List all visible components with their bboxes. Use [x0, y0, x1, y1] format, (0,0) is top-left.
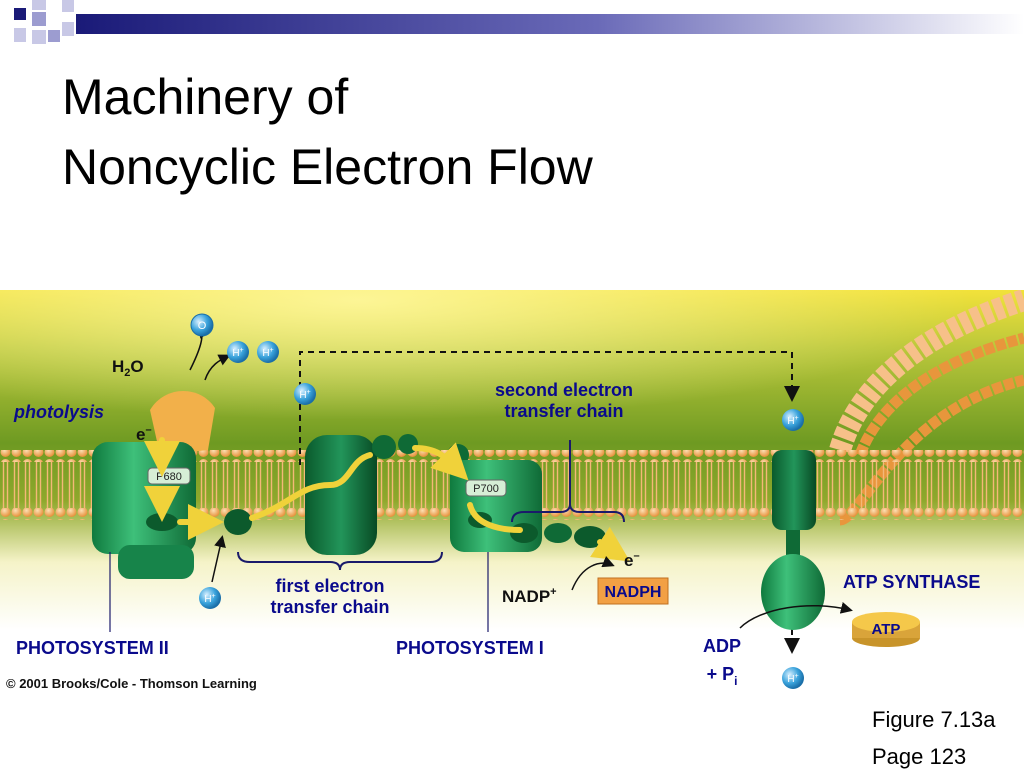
- slide-title-line-1: Machinery of: [62, 69, 349, 125]
- second-chain-label-line-2: transfer chain: [504, 401, 623, 421]
- svg-text:H+: H+: [787, 673, 798, 685]
- p680-label: P680: [156, 471, 182, 483]
- h-ion-5: H+: [199, 587, 221, 609]
- oxygen-atom: [190, 313, 214, 337]
- h-ion-6: H+: [782, 667, 804, 689]
- nadp-arrow: [571, 556, 615, 591]
- proton-path-arrow: [299, 351, 800, 465]
- adp-label: ADP: [703, 636, 741, 656]
- second-chain-label-line-1: second electron: [495, 380, 633, 400]
- svg-text:H+: H+: [299, 389, 310, 401]
- atp-synthase-complex: [761, 450, 825, 630]
- slide-header-decoration: [14, 0, 1024, 44]
- atp-synthase-label: ATP SYNTHASE: [843, 572, 980, 592]
- h-ion-1: H+: [227, 341, 249, 363]
- first-chain-label-line-1: first electron: [275, 576, 384, 596]
- p700-label: P700: [473, 483, 499, 495]
- thylakoid-membrane-diagram: P680 P700: [0, 290, 1024, 700]
- h-ion-4: H+: [782, 409, 804, 431]
- first-chain-label-line-2: transfer chain: [270, 597, 389, 617]
- electron-label-1: e–: [136, 424, 152, 444]
- h-ion-3: H+: [294, 383, 316, 405]
- slide-title-line-2: Noncyclic Electron Flow: [62, 139, 593, 195]
- first-chain-bracket: [237, 551, 443, 571]
- oxygen-label: O: [198, 320, 207, 332]
- adp-arrow: [739, 601, 853, 629]
- figure-reference: Figure 7.13a: [872, 707, 996, 732]
- electron-flow-path: [144, 437, 631, 562]
- h-release-arrow: [204, 354, 231, 381]
- plastoquinone-carrier: [224, 509, 252, 535]
- atp-label: ATP: [872, 621, 901, 638]
- svg-text:H+: H+: [262, 347, 273, 359]
- svg-text:H+: H+: [204, 593, 215, 605]
- svg-text:H+: H+: [232, 347, 243, 359]
- svg-text:H+: H+: [787, 415, 798, 427]
- h-ion-2: H+: [257, 341, 279, 363]
- water-label: H2O: [112, 357, 144, 379]
- electron-label-2: e–: [624, 550, 640, 570]
- nadp-label: NADP+: [502, 586, 557, 606]
- noncyclic-electron-flow-figure: P680 P700: [0, 290, 1024, 700]
- photosystem-i-label: PHOTOSYSTEM I: [396, 638, 544, 658]
- copyright-notice: © 2001 Brooks/Cole - Thomson Learning: [6, 676, 257, 691]
- atp-disc: [852, 612, 920, 647]
- phosphate-label: + Pi: [707, 664, 738, 688]
- page-reference: Page 123: [872, 744, 967, 769]
- slide-title: Machinery of Noncyclic Electron Flow: [62, 62, 593, 202]
- nadph-box: [597, 577, 669, 605]
- photolysis-label: photolysis: [13, 402, 104, 422]
- h-into-stroma-arrow: [211, 535, 226, 583]
- nadph-label: NADPH: [605, 584, 662, 601]
- photosystem-ii-label: PHOTOSYSTEM II: [16, 638, 169, 658]
